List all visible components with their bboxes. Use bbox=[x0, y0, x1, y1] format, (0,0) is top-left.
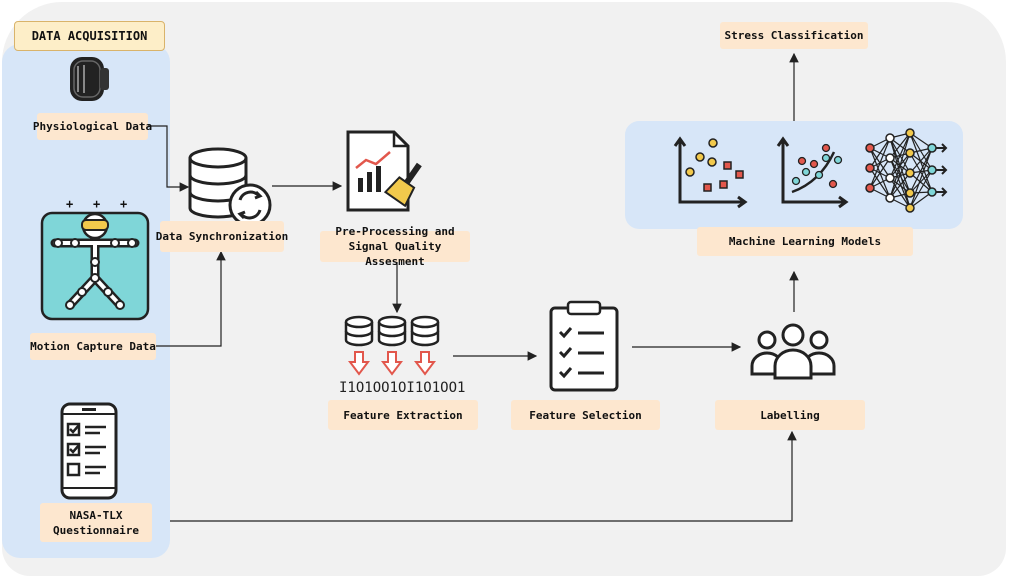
preprocessing-label: Pre-Processing and Signal Quality Assesm… bbox=[320, 225, 470, 268]
arrow-physio-to-sync bbox=[148, 125, 190, 192]
arrow-questionnaire-to-labelling bbox=[170, 430, 797, 522]
feature-extraction-icon: I1O1OO1OI1O1OO1 bbox=[339, 315, 465, 396]
machine-learning-models-label: Machine Learning Models bbox=[697, 227, 913, 256]
binary-text: I1O1OO1OI1O1OO1 bbox=[339, 380, 465, 396]
feature-selection-label: Feature Selection bbox=[511, 400, 660, 430]
preprocessing-document-icon bbox=[346, 130, 422, 212]
stress-classification-label: Stress Classification bbox=[720, 22, 868, 49]
database-sync-icon bbox=[188, 147, 272, 227]
smartphone-checklist-icon bbox=[60, 402, 118, 500]
physiological-data-label: Physiological Data bbox=[33, 113, 152, 140]
regression-plot-icon bbox=[776, 136, 849, 209]
svg-text:+: + bbox=[120, 197, 127, 211]
nasa-tlx-questionnaire-label: NASA-TLX Questionnaire bbox=[40, 503, 152, 542]
feature-extraction-label: Feature Extraction bbox=[328, 400, 478, 430]
data-acquisition-title: DATA ACQUISITION bbox=[14, 21, 165, 51]
labelling-label: Labelling bbox=[715, 400, 865, 430]
motion-capture-data-label: Motion Capture Data bbox=[30, 333, 156, 360]
people-group-icon bbox=[750, 323, 836, 380]
clipboard-checklist-icon bbox=[549, 300, 619, 392]
neural-network-icon bbox=[865, 128, 948, 213]
smartwatch-icon bbox=[70, 57, 109, 101]
arrow-motion-to-sync bbox=[156, 250, 226, 347]
svg-text:+: + bbox=[93, 197, 100, 211]
svg-text:+: + bbox=[66, 197, 73, 211]
motion-capture-icon: + + + bbox=[40, 197, 150, 321]
scatter-cluster-icon bbox=[673, 136, 748, 209]
data-synchronization-label: Data Synchronization bbox=[156, 221, 288, 252]
